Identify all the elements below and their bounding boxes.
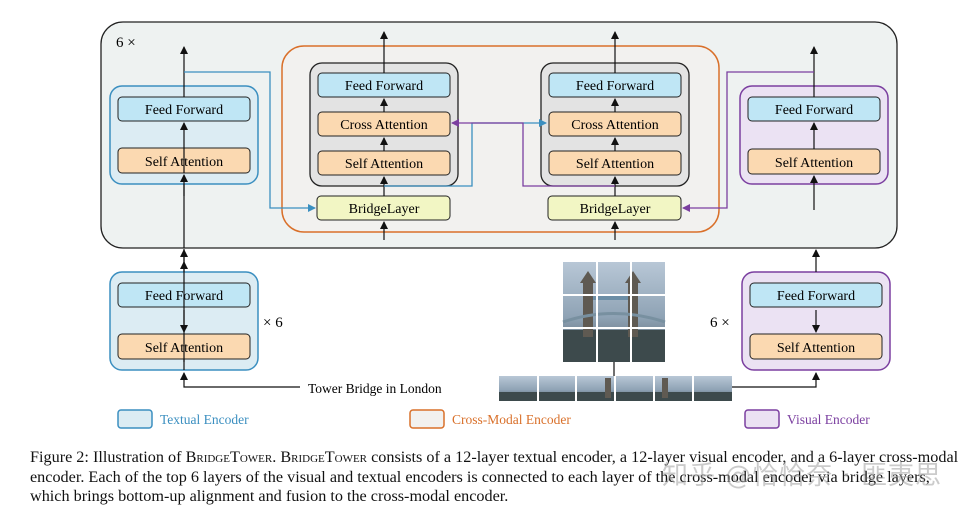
legend-label-textual: Textual Encoder — [160, 412, 249, 427]
visual-bottom-self-attention: Self Attention — [749, 333, 883, 360]
visual-bridge-connectors — [451, 71, 814, 212]
bridge-layer-left: BridgeLayer — [316, 195, 451, 221]
svg-text:BridgeLayer: BridgeLayer — [580, 202, 651, 217]
legend-label-visual: Visual Encoder — [787, 412, 870, 427]
architecture-diagram: 6 × Feed Forward Self Attention Feed For… — [100, 21, 898, 429]
caption-prefix: Figure 2: Illustration of — [30, 448, 186, 466]
cross-left-self-attention: Self Attention — [317, 150, 451, 176]
svg-text:BridgeLayer: BridgeLayer — [349, 202, 420, 217]
caption-model-name-2: BridgeTower — [280, 448, 368, 466]
text-top-feed-forward: Feed Forward — [117, 96, 251, 122]
text-repeat-label: × 6 — [263, 315, 283, 331]
visual-top-feed-forward: Feed Forward — [747, 96, 881, 122]
caption-model-name: BridgeTower — [185, 448, 273, 466]
image-patch-sequence — [499, 376, 732, 401]
svg-text:Self Attention: Self Attention — [775, 156, 853, 171]
legend-swatch-cross — [409, 409, 445, 429]
legend-swatch-textual — [117, 409, 153, 429]
watermark-text: 知乎 @恰恰奈 · 匪夷思 — [662, 461, 943, 491]
legend-label-cross: Cross-Modal Encoder — [452, 412, 571, 427]
svg-text:Self Attention: Self Attention — [345, 157, 423, 172]
visual-repeat-label: 6 × — [710, 315, 730, 331]
image-patch-grid — [562, 262, 666, 362]
cross-right-self-attention: Self Attention — [548, 150, 682, 176]
svg-text:Feed Forward: Feed Forward — [345, 79, 423, 94]
svg-text:Self Attention: Self Attention — [777, 341, 855, 356]
visual-bottom-feed-forward: Feed Forward — [749, 282, 883, 308]
svg-text:Feed Forward: Feed Forward — [576, 79, 654, 94]
figure-caption: Figure 2: Illustration of BridgeTower. B… — [30, 448, 970, 507]
visual-top-self-attention: Self Attention — [747, 148, 881, 175]
caption-separator: . — [272, 448, 281, 466]
cross-right-feed-forward: Feed Forward — [548, 72, 682, 98]
svg-text:Cross Attention: Cross Attention — [340, 118, 428, 133]
svg-text:Feed Forward: Feed Forward — [777, 289, 855, 304]
bridge-layer-right: BridgeLayer — [547, 195, 682, 221]
legend-swatch-visual — [744, 409, 780, 429]
top-repeat-label: 6 × — [116, 35, 136, 51]
caption-body: consists of a 12-layer textual encoder, … — [30, 448, 959, 505]
input-text: Tower Bridge in London — [308, 381, 442, 396]
cross-left-feed-forward: Feed Forward — [317, 72, 451, 98]
svg-text:Feed Forward: Feed Forward — [775, 103, 853, 118]
svg-text:Feed Forward: Feed Forward — [145, 103, 223, 118]
svg-text:Self Attention: Self Attention — [576, 157, 654, 172]
legend: Textual Encoder Cross-Modal Encoder Visu… — [117, 409, 870, 429]
cross-left-cross-attention: Cross Attention — [317, 111, 451, 137]
svg-text:Cross Attention: Cross Attention — [571, 118, 659, 133]
cross-right-cross-attention: Cross Attention — [548, 111, 682, 137]
